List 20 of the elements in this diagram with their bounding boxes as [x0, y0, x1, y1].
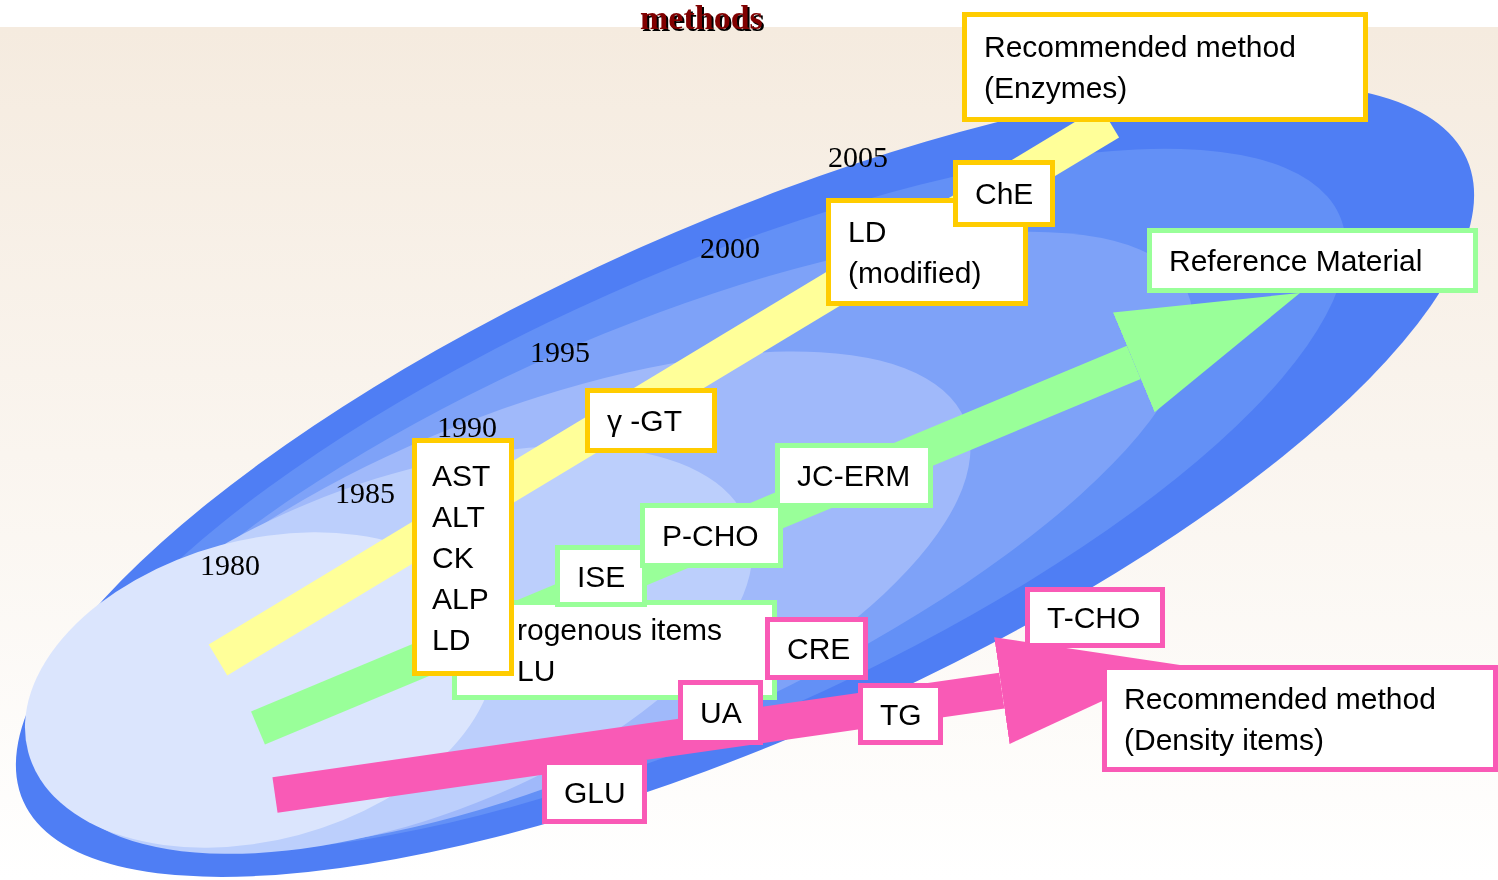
year-label: 2000 [700, 231, 760, 265]
year-label: 2005 [828, 140, 888, 174]
label-box: Reference Material [1147, 228, 1478, 293]
year-label: 1995 [530, 335, 590, 369]
year-label: 1980 [200, 548, 260, 582]
label-box: UA [678, 680, 763, 745]
year-label: 1985 [335, 476, 395, 510]
title: methods [640, 0, 763, 36]
label-box: AST ALT CK ALP LD [412, 438, 514, 676]
label-box: Recommended method (Density items) [1102, 665, 1498, 772]
label-box: P-CHO [640, 503, 783, 568]
label-box: γ -GT [585, 388, 717, 453]
label-box: ChE [953, 160, 1055, 227]
label-box: ISE [555, 545, 647, 607]
label-box: T-CHO [1025, 587, 1165, 648]
label-box: CRE [765, 617, 868, 680]
label-box: TG [858, 683, 943, 745]
label-box: GLU [542, 760, 647, 824]
label-box: Recommended method (Enzymes) [962, 12, 1368, 122]
label-box: JC-ERM [775, 443, 933, 508]
